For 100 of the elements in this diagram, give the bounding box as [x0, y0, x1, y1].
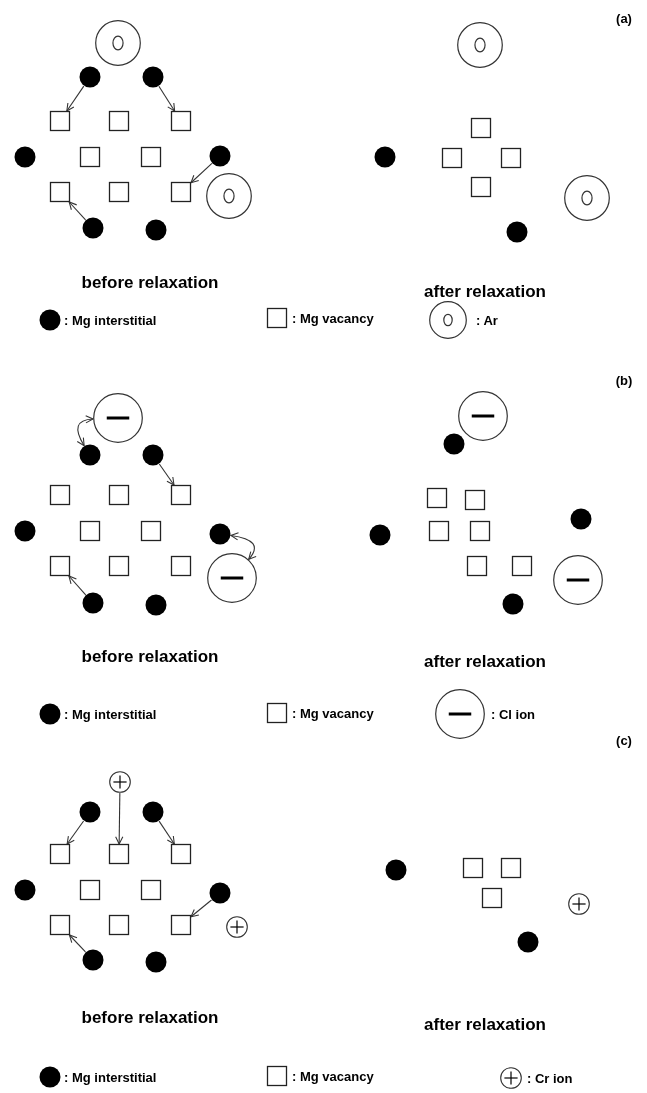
interstitial-dot	[14, 146, 36, 168]
vacancy-square	[171, 182, 191, 202]
vacancy-square	[141, 521, 161, 541]
arrow	[158, 463, 175, 486]
interstitial-dot	[82, 217, 104, 239]
arrow	[66, 85, 85, 112]
vacancy-square	[141, 880, 161, 900]
arrow	[158, 85, 176, 112]
arrow	[68, 934, 86, 953]
vacancy-square	[512, 556, 532, 576]
legend-text: : Cl ion	[491, 706, 536, 722]
arrow	[68, 201, 87, 221]
vacancy-square	[80, 147, 100, 167]
interstitial-dot	[145, 219, 167, 241]
arrow	[230, 532, 257, 560]
vacancy-square	[50, 844, 70, 864]
interstitial-dot	[374, 146, 396, 168]
vacancy-square	[465, 490, 485, 510]
vacancy-square	[467, 556, 487, 576]
caption: after relaxation	[424, 652, 546, 672]
arrow	[115, 792, 124, 845]
vacancy-square	[442, 148, 462, 168]
interstitial-dot	[145, 951, 167, 973]
argon-ring	[95, 20, 141, 66]
interstitial-dot	[506, 221, 528, 243]
interstitial-dot	[82, 592, 104, 614]
interstitial-dot	[570, 508, 592, 530]
argon-ring	[564, 175, 610, 221]
vacancy-square	[171, 556, 191, 576]
minus-ion-circle	[553, 555, 603, 605]
vacancy-square	[109, 485, 129, 505]
interstitial-dot	[502, 593, 524, 615]
interstitial-dot	[14, 520, 36, 542]
interstitial-dot	[209, 145, 231, 167]
arrow	[190, 899, 213, 918]
vacancy-square	[50, 111, 70, 131]
interstitial-dot	[369, 524, 391, 546]
interstitial-dot	[79, 444, 101, 466]
interstitial-dot	[142, 66, 164, 88]
vacancy-square	[109, 111, 129, 131]
vacancy-square	[141, 147, 161, 167]
minus-ion-circle	[458, 391, 508, 441]
interstitial-dot	[79, 66, 101, 88]
interstitial-dot	[209, 882, 231, 904]
vacancy-square	[50, 556, 70, 576]
arrow	[158, 820, 175, 845]
legend-text: : Mg interstitial	[64, 312, 157, 328]
caption: before relaxation	[81, 273, 219, 293]
vacancy-square	[171, 485, 191, 505]
minus-ion-circle	[93, 393, 143, 443]
legend-text: : Mg interstitial	[64, 706, 157, 722]
interstitial-dot	[209, 523, 231, 545]
panel-letter: (b)	[615, 372, 633, 388]
arrow	[68, 575, 87, 596]
vacancy-square	[50, 485, 70, 505]
interstitial-dot	[142, 444, 164, 466]
vacancy-square	[171, 915, 191, 935]
interstitial-dot	[142, 801, 164, 823]
interstitial-dot	[517, 931, 539, 953]
interstitial-dot	[385, 859, 407, 881]
vacancy-square	[482, 888, 502, 908]
caption: after relaxation	[424, 1015, 546, 1035]
vacancy-square	[427, 488, 447, 508]
vacancy-square	[501, 858, 521, 878]
vacancy-square	[109, 844, 129, 864]
legend-text: : Mg vacancy	[292, 310, 374, 326]
caption: after relaxation	[424, 282, 546, 302]
vacancy-square	[463, 858, 483, 878]
vacancy-square	[50, 182, 70, 202]
panel-letter: (c)	[616, 732, 632, 748]
vacancy-square	[50, 915, 70, 935]
vacancy-square	[80, 521, 100, 541]
legend-text: : Mg vacancy	[292, 1068, 374, 1084]
legend-text: : Mg interstitial	[64, 1069, 157, 1085]
vacancy-square	[471, 118, 491, 138]
plus-ion-circle	[226, 916, 248, 938]
plus-ion-circle	[568, 893, 590, 915]
legend-text: : Cr ion	[527, 1070, 573, 1086]
vacancy-square	[109, 556, 129, 576]
interstitial-dot	[145, 594, 167, 616]
arrow	[76, 415, 94, 447]
minus-ion-circle	[207, 553, 257, 603]
argon-ring	[206, 173, 252, 219]
panel-letter: (a)	[616, 10, 632, 26]
argon-ring	[457, 22, 503, 68]
vacancy-square	[109, 915, 129, 935]
vacancy-square	[80, 880, 100, 900]
interstitial-dot	[79, 801, 101, 823]
legend-text: : Mg vacancy	[292, 705, 374, 721]
vacancy-square	[171, 844, 191, 864]
vacancy-square	[109, 182, 129, 202]
caption: before relaxation	[81, 647, 219, 667]
interstitial-dot	[82, 949, 104, 971]
vacancy-square	[429, 521, 449, 541]
vacancy-square	[470, 521, 490, 541]
vacancy-square	[501, 148, 521, 168]
caption: before relaxation	[81, 1008, 219, 1028]
vacancy-square	[171, 111, 191, 131]
legend-text: : Ar	[476, 312, 498, 328]
vacancy-square	[471, 177, 491, 197]
